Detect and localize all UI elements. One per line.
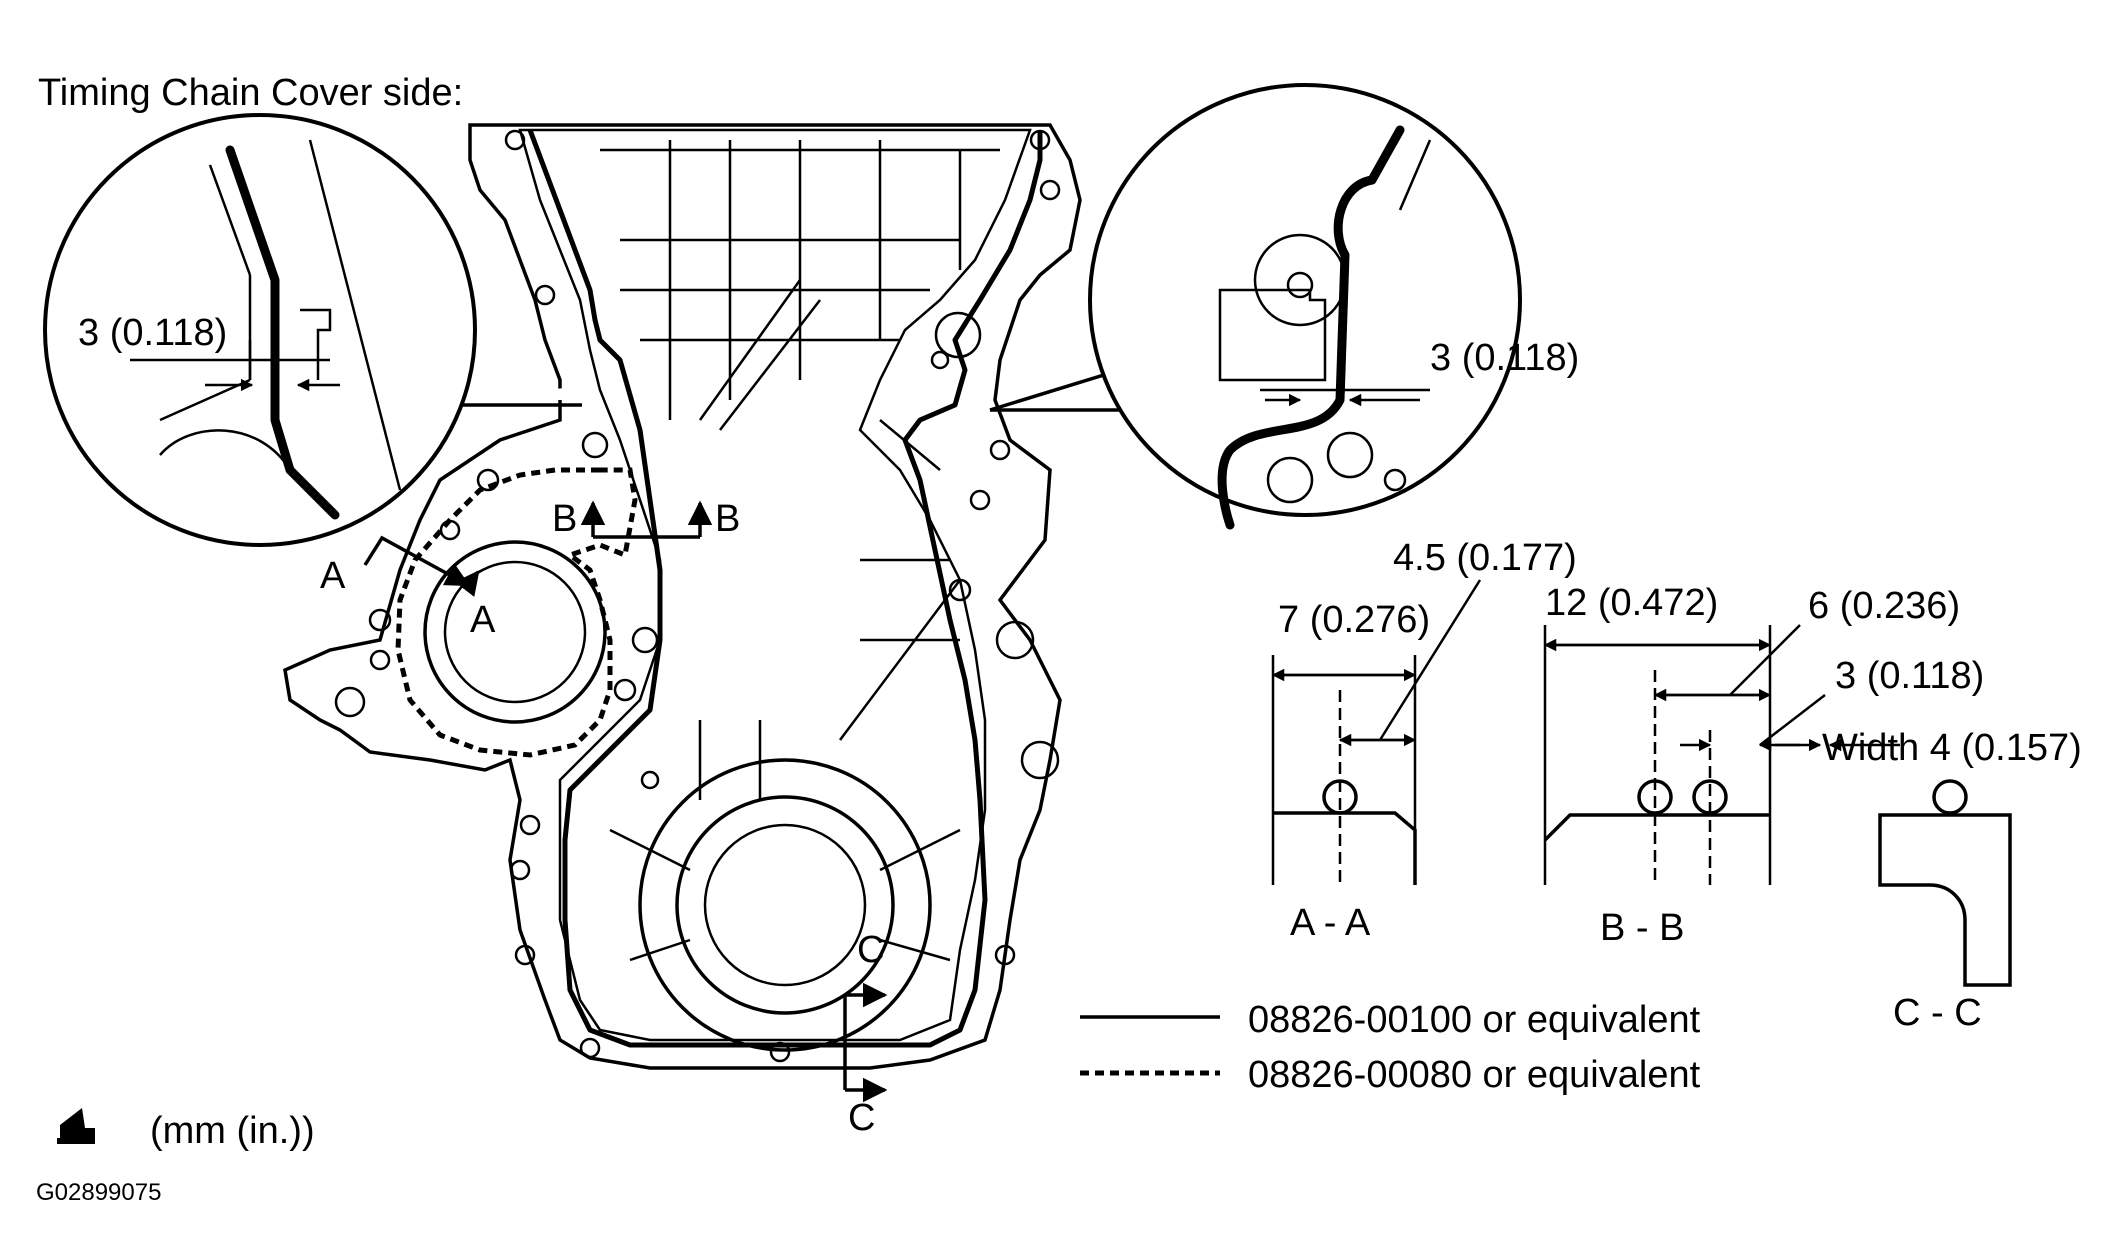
svg-text:A: A: [470, 599, 496, 641]
section-bb-dim-offset: 6 (0.236): [1808, 585, 1960, 627]
section-bb-bead-width: Width 4 (0.157): [1822, 727, 2082, 769]
legend-solid-label: 08826-00100 or equivalent: [1248, 999, 1701, 1041]
svg-text:B: B: [715, 498, 740, 540]
section-marker-b: B B: [552, 498, 740, 540]
section-marker-c: C C: [843, 929, 888, 1139]
page-title: Timing Chain Cover side:: [38, 72, 463, 114]
section-bb-dim-width: 12 (0.472): [1545, 582, 1718, 624]
fipg-bead-dashed: [395, 467, 638, 758]
detail-left-dimension: 3 (0.118): [78, 312, 227, 354]
fipg-bead-solid: [527, 129, 1043, 1048]
section-bb: 12 (0.472) 6 (0.236) 3 (0.118) Width 4 (…: [1543, 582, 2082, 949]
section-bb-caption: B - B: [1600, 907, 1684, 949]
section-aa-dim-offset: 4.5 (0.177): [1393, 537, 1577, 579]
section-aa: 7 (0.276) 4.5 (0.177) A - A: [1271, 537, 1577, 944]
legend-dashed-label: 08826-00080 or equivalent: [1248, 1054, 1701, 1096]
detail-right-dimension: 3 (0.118): [1430, 337, 1579, 379]
svg-text:C: C: [857, 929, 884, 971]
legend: 08826-00100 or equivalent 08826-00080 or…: [1080, 999, 1701, 1096]
section-aa-caption: A - A: [1290, 902, 1371, 944]
section-cc-caption: C - C: [1893, 992, 1982, 1034]
svg-text:A: A: [320, 555, 346, 597]
detail-left: 3 (0.118): [43, 113, 600, 547]
section-bb-dim-gap: 3 (0.118): [1835, 655, 1984, 697]
section-marker-a: A A: [320, 535, 496, 641]
svg-text:C: C: [848, 1097, 875, 1139]
detail-right: 3 (0.118): [989, 83, 1579, 530]
timing-chain-cover: [283, 123, 1082, 1070]
units-note: (mm (in.)): [150, 1110, 315, 1152]
section-cc: C - C: [1878, 779, 2012, 1034]
figure-id: G02899075: [36, 1179, 161, 1206]
section-aa-dim-width: 7 (0.276): [1278, 599, 1430, 641]
svg-text:B: B: [552, 498, 577, 540]
sealant-tool-icon: [57, 1108, 95, 1144]
